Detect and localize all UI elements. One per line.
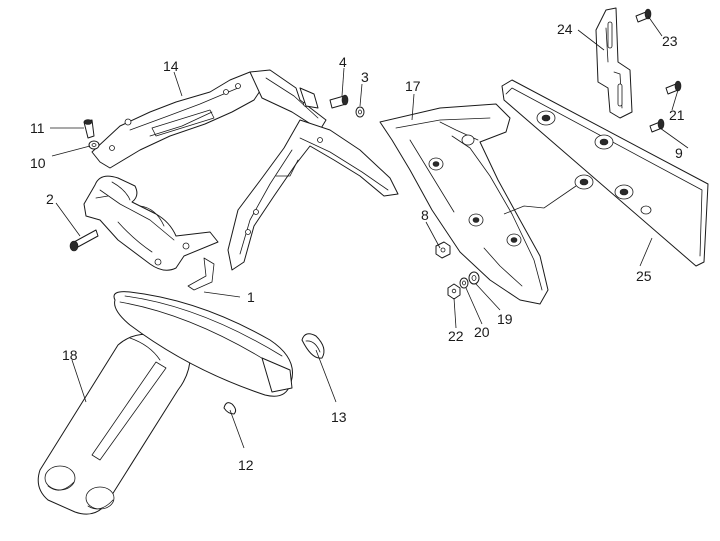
callout-3: 3 (361, 69, 369, 85)
main-frame-drawing (91, 69, 399, 271)
assembly-line (503, 185, 577, 215)
support-bracket-drawing (595, 7, 633, 119)
callout-12: 12 (238, 457, 254, 473)
washer-3-drawing (355, 106, 365, 118)
callout-10: 10 (30, 155, 46, 171)
callout-2: 2 (46, 191, 54, 207)
callout-18: 18 (62, 347, 78, 363)
screw-23-drawing (635, 8, 652, 23)
callout-19: 19 (497, 311, 513, 327)
washer-10-drawing (88, 140, 100, 150)
license-plate-drawing (501, 79, 709, 267)
nut-8-drawing (435, 241, 451, 259)
screw-4-drawing (329, 94, 349, 109)
callout-4: 4 (339, 54, 347, 70)
callout-23: 23 (662, 33, 678, 49)
callout-20: 20 (474, 324, 490, 340)
callout-17: 17 (405, 78, 421, 94)
callout-1: 1 (247, 289, 255, 305)
screw-2-drawing (69, 229, 99, 252)
rear-mudguard-drawing (379, 103, 549, 305)
callout-9: 9 (675, 145, 683, 161)
clip-drawing (223, 402, 237, 415)
license-holder-arm-drawing (37, 333, 191, 515)
inner-bracket-drawing (83, 175, 219, 291)
callout-8: 8 (421, 207, 429, 223)
washer-19-drawing (468, 271, 480, 285)
nut-22-drawing (447, 283, 461, 300)
washer-20-drawing (459, 277, 469, 289)
callout-13: 13 (331, 409, 347, 425)
callout-24: 24 (557, 21, 573, 37)
screw-11-drawing (83, 119, 95, 139)
callout-25: 25 (636, 268, 652, 284)
callout-22: 22 (448, 328, 464, 344)
screw-9-drawing (649, 118, 665, 133)
callout-11: 11 (30, 120, 45, 136)
callout-14: 14 (163, 58, 179, 74)
leader-lines (50, 15, 689, 449)
reflector-drawing (301, 333, 325, 359)
tail-light-oval-drawing (113, 291, 293, 397)
screw-21-drawing (665, 80, 682, 95)
callout-21: 21 (669, 107, 685, 123)
callout-labels: 1 2 3 4 8 9 10 11 12 13 14 17 18 19 20 2… (30, 21, 685, 473)
